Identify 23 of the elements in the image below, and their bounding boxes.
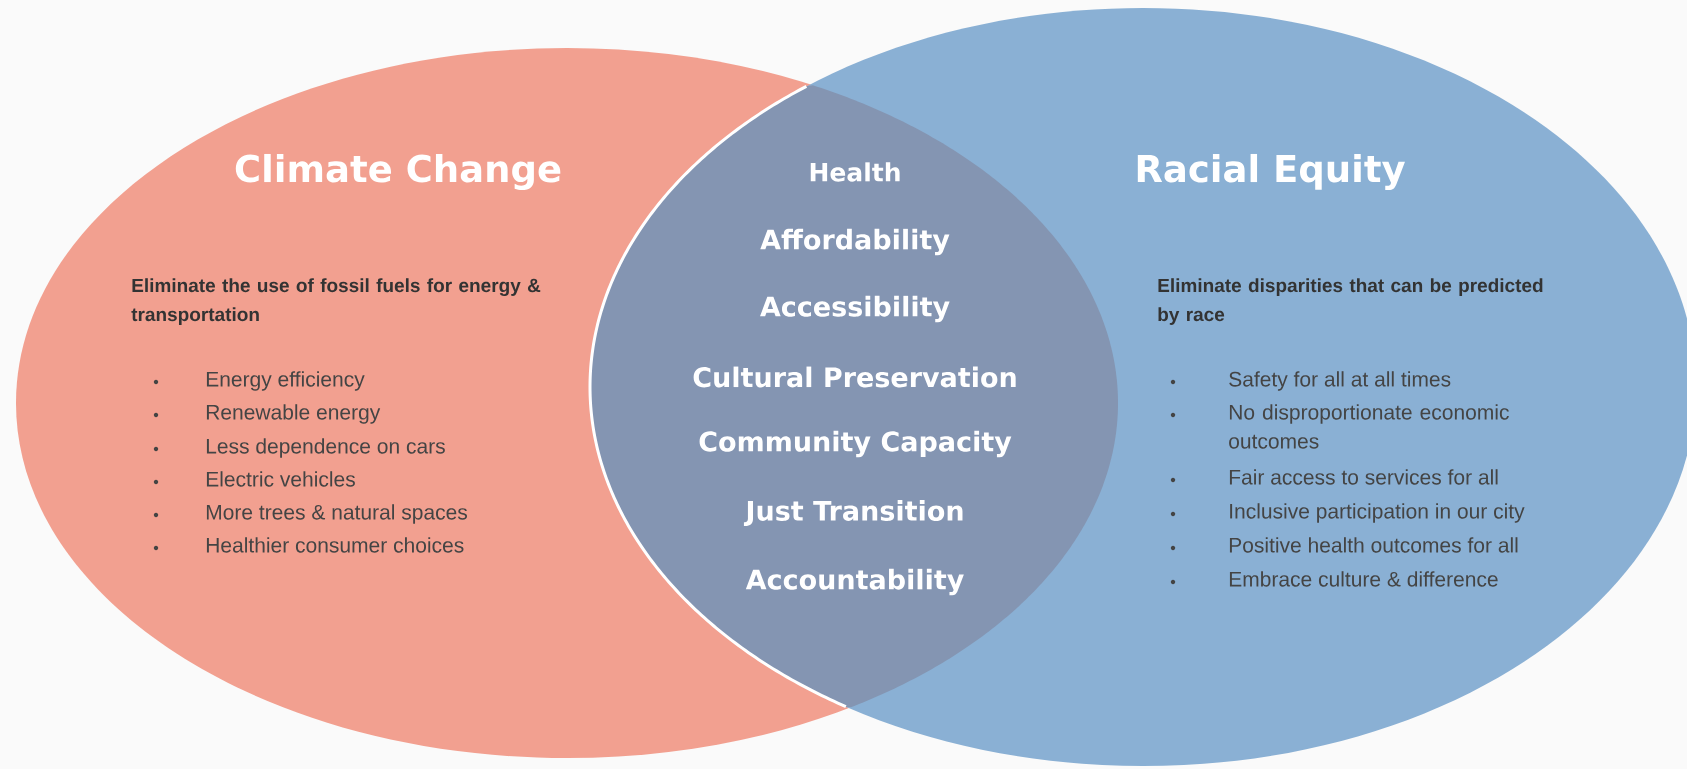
bullet-item: Renewable energy — [153, 404, 381, 424]
bullet-item: More trees & natural spaces — [153, 504, 468, 524]
bullet-item: Inclusive participation in our city — [1170, 503, 1525, 523]
overlap-item: Cultural Preservation — [693, 366, 1016, 388]
overlap-item: Affordability — [760, 228, 950, 256]
overlap-item: Just Transition — [743, 500, 963, 526]
bullet-item: No disproportionate economic outcomes — [1170, 404, 1509, 449]
overlap-item: Accountability — [745, 568, 964, 596]
bullet-item: Fair access to services for all — [1170, 469, 1498, 485]
bullet-item: Electric vehicles — [153, 471, 355, 487]
bullet-item: Less dependence on cars — [153, 438, 445, 458]
heading: Climate Change — [235, 153, 561, 191]
overlap-item: Accessibility — [760, 295, 950, 323]
overlap-item: Health — [810, 162, 900, 182]
bullet-item: Positive health outcomes for all — [1170, 537, 1518, 553]
heading: Racial Equity — [1137, 153, 1405, 191]
bullet-item: Energy efficiency — [153, 371, 365, 391]
bullet-item: Healthier consumer choices — [153, 537, 464, 553]
subtitle: Eliminate disparities that can be predicted by race — [1158, 278, 1543, 325]
subtitle: Eliminate the use of fossil fuels for energy & transportation — [131, 278, 541, 325]
bullet-item: Embrace culture & difference — [1170, 571, 1498, 587]
overlap-item: Community Capacity — [699, 430, 1012, 458]
bullet-item: Safety for all at all times — [1170, 371, 1451, 391]
